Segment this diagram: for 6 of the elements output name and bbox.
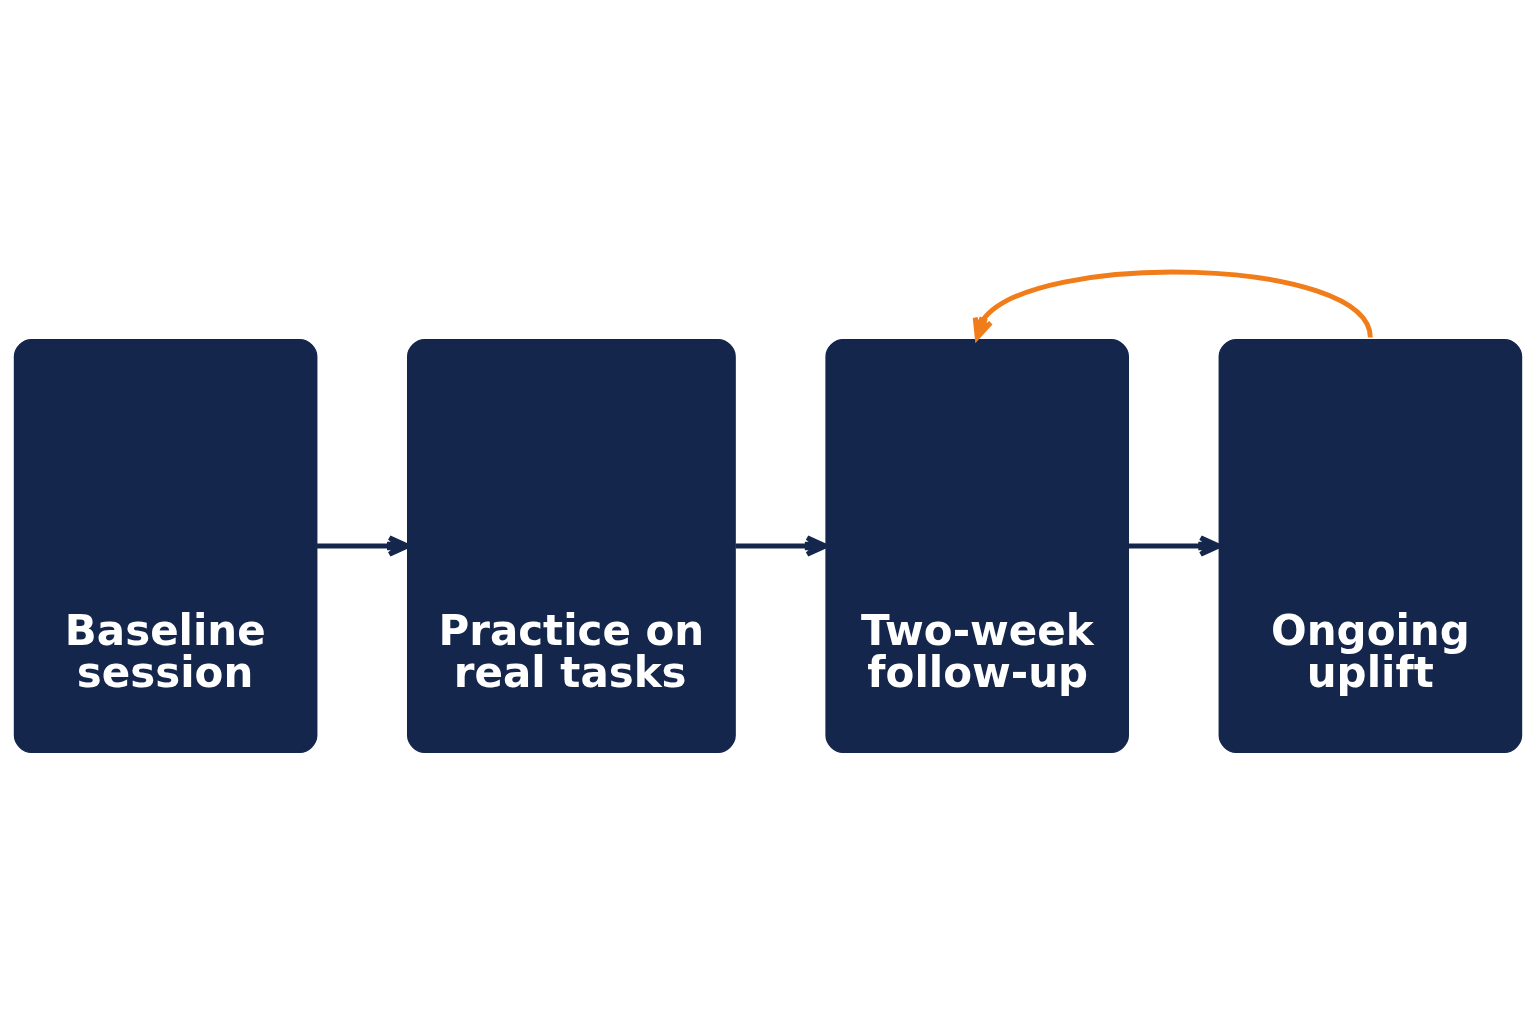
arrow bbox=[735, 535, 828, 557]
node-box: Ongoing uplift bbox=[1218, 338, 1523, 754]
node-box: Practice on real tasks bbox=[407, 338, 736, 754]
node-box: Baseline session bbox=[13, 338, 318, 754]
arrow bbox=[1128, 535, 1222, 557]
node-box: Two-week follow-up bbox=[825, 338, 1129, 754]
